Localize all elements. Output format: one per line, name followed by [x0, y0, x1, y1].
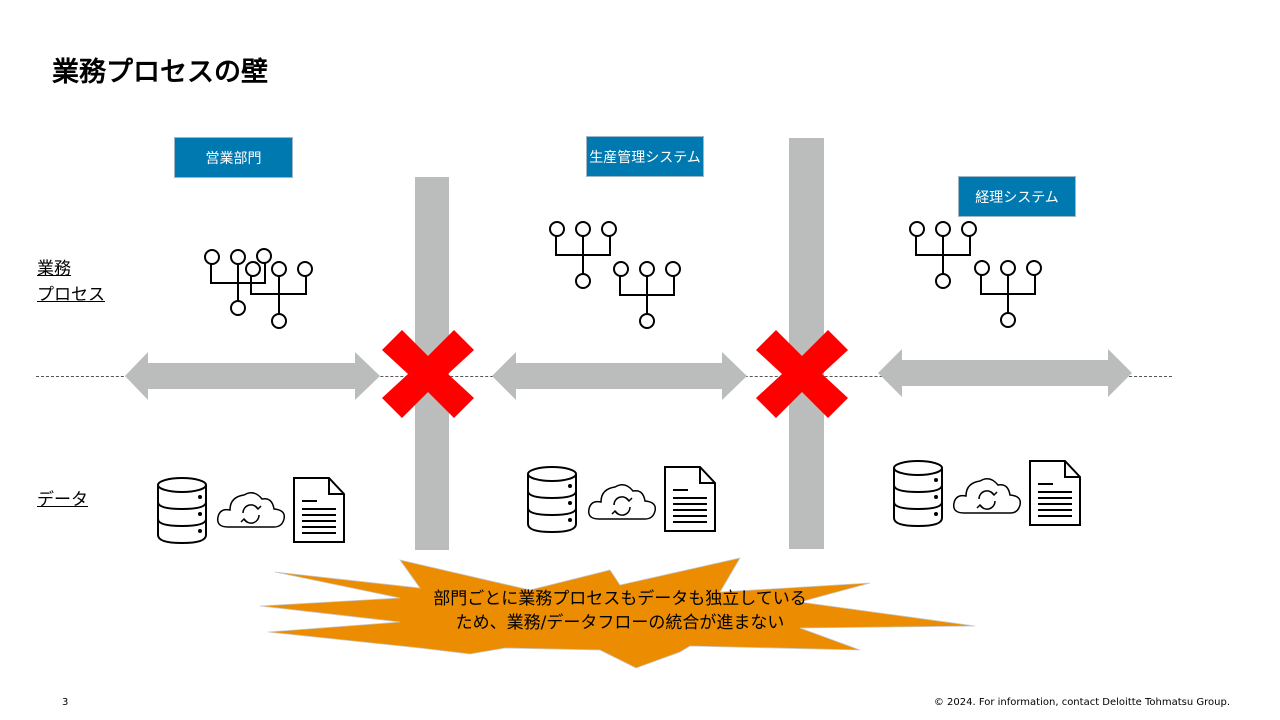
callout-line2: ため、業務/データフローの統合が進まない — [455, 613, 785, 633]
row-label-process-line1: 業務 — [37, 259, 71, 279]
dept-label-sales: 営業部門 — [174, 137, 293, 178]
copyright-text: © 2024. For information, contact Deloitt… — [933, 697, 1230, 708]
org-tree-icon — [549, 221, 617, 289]
org-tree-icon — [613, 261, 681, 329]
org-tree-icon — [909, 221, 977, 289]
slide-title: 業務プロセスの壁 — [52, 57, 268, 88]
org-tree-icon — [204, 248, 272, 316]
red-x-icon — [382, 330, 474, 418]
row-label-process: 業務 プロセス — [37, 256, 105, 308]
dept-label-accounting: 経理システム — [958, 176, 1076, 217]
row-label-process-line2: プロセス — [37, 285, 105, 305]
double-arrow-icon-1 — [125, 352, 380, 400]
double-arrow-icon-3 — [878, 349, 1132, 397]
double-arrow-icon-2 — [492, 352, 747, 400]
callout-line1: 部門ごとに業務プロセスもデータも独立している — [433, 589, 807, 609]
red-x-icon — [756, 330, 848, 418]
dept-label-production: 生産管理システム — [586, 136, 704, 177]
org-tree-icon — [245, 261, 313, 329]
page-number: 3 — [62, 697, 69, 708]
org-tree-icon — [974, 260, 1042, 328]
row-label-data: データ — [37, 490, 88, 510]
callout-text: 部門ごとに業務プロセスもデータも独立している ため、業務/データフローの統合が進… — [380, 587, 860, 635]
